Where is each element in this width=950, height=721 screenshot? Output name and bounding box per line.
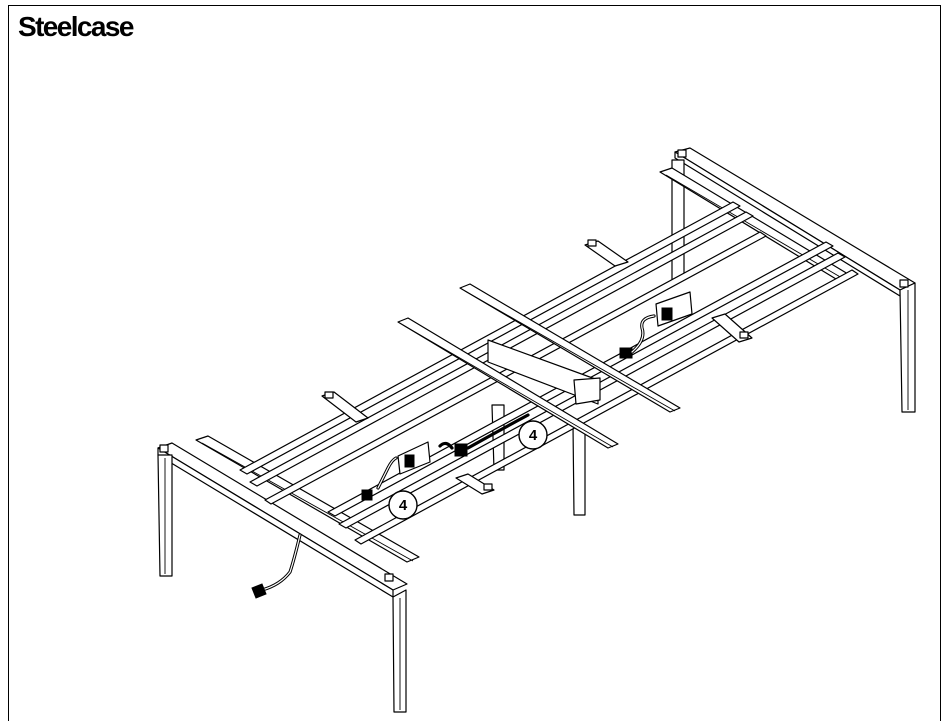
callout-item-4-lower: 4 [389,491,417,519]
callout-item-4-upper: 4 [519,421,547,449]
callout-label: 4 [529,427,538,444]
callout-label: 4 [399,497,408,514]
